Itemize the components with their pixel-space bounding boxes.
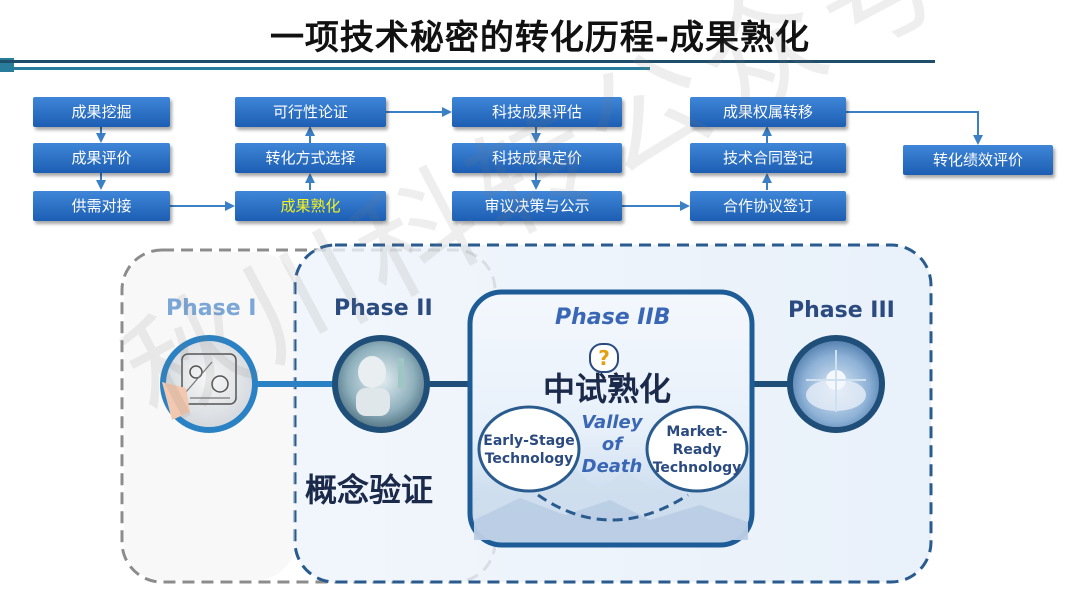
market-ready-label: Market-Ready Technology	[652, 424, 742, 476]
flow-box-col1-2: 成果评价	[33, 143, 170, 173]
valley-label: Valley of Death	[581, 412, 643, 477]
flow-box-col2-2: 转化方式选择	[235, 143, 386, 173]
title-rule-dark	[0, 60, 935, 63]
flow-box-final: 转化绩效评价	[903, 145, 1053, 175]
flow-box-col1-3: 供需对接	[33, 191, 170, 221]
phase1-label: Phase I	[166, 296, 257, 321]
valley-arc	[537, 493, 689, 522]
flow-box-col4-3: 合作协议签订	[690, 191, 846, 221]
flow-box-col2-1: 可行性论证	[235, 97, 386, 127]
flow-box-col2-3: 成果熟化	[235, 191, 386, 221]
title-rule-teal	[0, 67, 650, 70]
flow-arrows	[96, 107, 983, 211]
phase3-label: Phase III	[788, 298, 895, 323]
flow-box-col3-3: 审议决策与公示	[452, 191, 622, 221]
flow-box-col3-1: 科技成果评估	[452, 97, 622, 127]
concept-label: 概念验证	[305, 471, 434, 509]
flow-box-col1-1: 成果挖掘	[33, 97, 170, 127]
market-ready-circle	[645, 405, 749, 493]
early-stage-label: Early-Stage Technology	[483, 433, 575, 467]
page-title: 一项技术秘密的转化历程-成果熟化	[269, 18, 811, 58]
phase3-photo	[787, 335, 885, 433]
flow-box-col4-1: 成果权属转移	[690, 97, 846, 127]
phase2-label: Phase II	[334, 296, 433, 321]
pilot-label: 中试熟化	[543, 370, 672, 408]
phase1-icon	[160, 335, 258, 433]
flow-box-col4-2: 技术合同登记	[690, 143, 846, 173]
phase2b-label: Phase IIB	[555, 305, 671, 330]
flow-box-col3-2: 科技成果定价	[452, 143, 622, 173]
phase2-photo	[332, 335, 430, 433]
early-stage-circle	[477, 405, 581, 493]
question-icon: ?	[589, 343, 619, 373]
